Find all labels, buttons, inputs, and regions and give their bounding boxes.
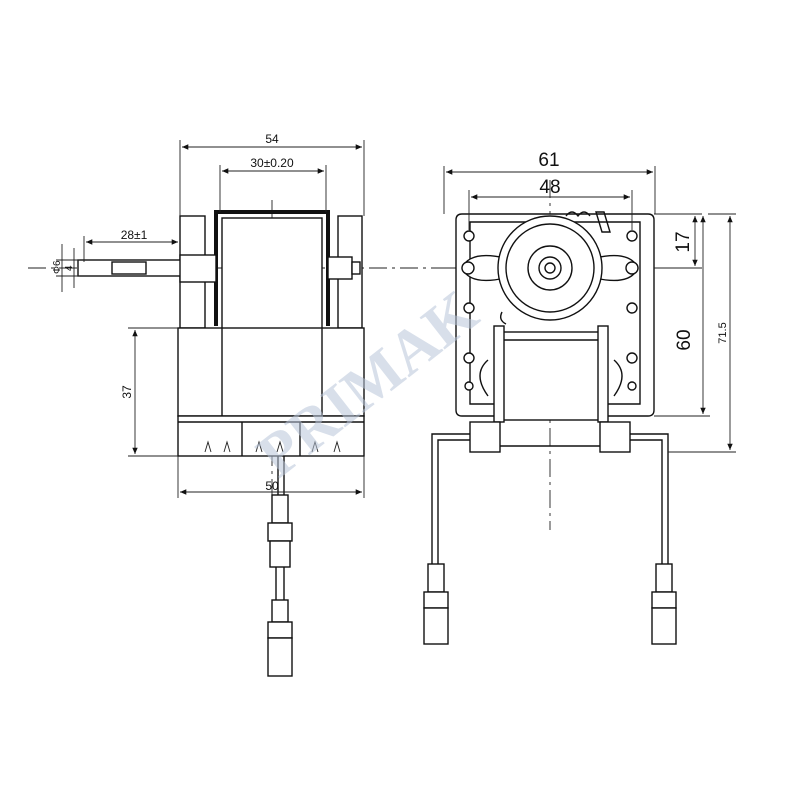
left-foot [469, 421, 501, 453]
dim-coil-width: 30±0.20 [250, 156, 294, 170]
front-lead-wires [423, 433, 677, 645]
dim-top-offset: 17 [673, 231, 694, 252]
dim-frame-width: 61 [538, 150, 559, 171]
rotor-shaft [538, 256, 562, 280]
lead-wire [267, 456, 293, 677]
shaft-bushing [179, 254, 217, 283]
dim-hole-spacing: 48 [539, 177, 560, 198]
dim-total-height: 71.5 [717, 322, 729, 343]
dim-shaft-flat: 4 [64, 265, 75, 271]
dim-mount-height: 60 [674, 329, 695, 350]
dim-shaft-diameter: Φ6 [52, 260, 63, 274]
spring-clip-bottom [499, 311, 507, 325]
side-view: 54 30±0.20 28±1 Φ6 4 37 50 [28, 132, 450, 677]
dim-overall-width: 54 [265, 132, 279, 146]
front-view: 61 48 17 60 71.5 [423, 150, 736, 645]
coil-body [221, 217, 323, 331]
lower-housing [177, 327, 365, 417]
rear-shaft-end [351, 261, 361, 275]
dim-base-width: 50 [265, 479, 279, 493]
dim-lower-height: 37 [120, 385, 134, 399]
stator-window [499, 331, 603, 421]
rear-bushing [327, 256, 353, 280]
terminal-pins [204, 440, 341, 453]
spring-clip-top [565, 211, 591, 218]
mounting-holes [463, 230, 638, 391]
shaft-flat [111, 261, 147, 275]
right-foot [599, 421, 631, 453]
dim-shaft-length: 28±1 [121, 228, 148, 242]
